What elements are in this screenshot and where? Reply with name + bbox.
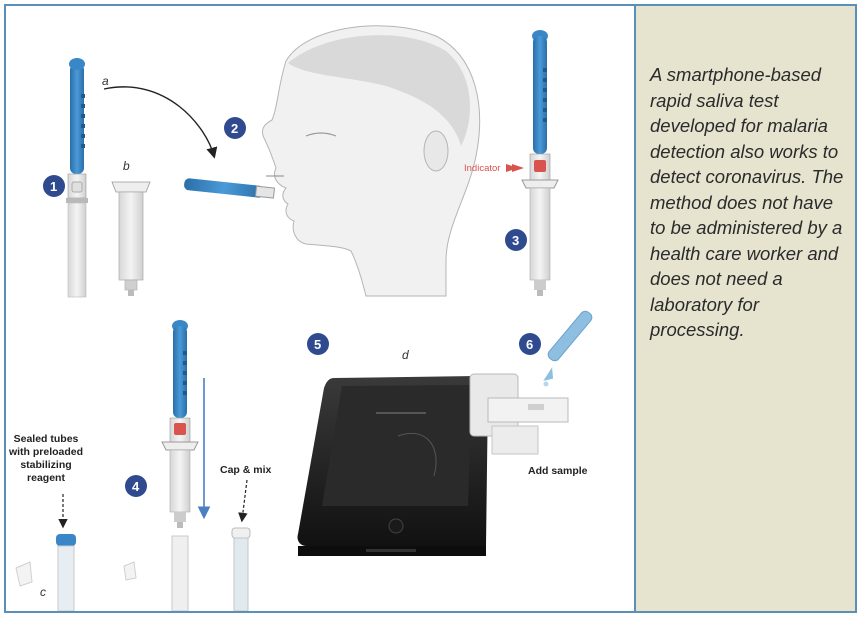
human-head-illustration bbox=[262, 26, 479, 296]
letter-c: c bbox=[40, 585, 46, 599]
caption-panel: A smartphone-based rapid saliva test dev… bbox=[636, 4, 857, 613]
dropper-illustration bbox=[542, 309, 594, 386]
letter-a: a bbox=[102, 74, 109, 88]
letter-d: d bbox=[402, 348, 409, 362]
letter-b: b bbox=[123, 159, 130, 173]
sealed-tubes-label-3: stabilizing bbox=[20, 459, 71, 471]
sealed-tubes-label-2: with preloaded bbox=[8, 446, 83, 458]
step-3-number: 3 bbox=[512, 233, 519, 248]
step-6-number: 6 bbox=[526, 337, 533, 352]
step-1-number: 1 bbox=[50, 179, 57, 194]
sealed-tubes-label-4: reagent bbox=[27, 472, 65, 484]
swab-device-a bbox=[66, 58, 88, 297]
sealed-tubes-label-1: Sealed tubes bbox=[14, 433, 79, 445]
step-2-number: 2 bbox=[231, 121, 238, 136]
collection-tube-b bbox=[112, 182, 150, 296]
sealed-tube-c bbox=[16, 534, 136, 611]
mixed-tube bbox=[232, 528, 250, 611]
cap-mix-label: Cap & mix bbox=[220, 464, 272, 476]
add-sample-label: Add sample bbox=[528, 465, 588, 477]
diagram-panel: a 1 b 2 bbox=[4, 4, 636, 613]
swab-device-indicator bbox=[522, 30, 558, 296]
step-4-number: 4 bbox=[132, 479, 140, 494]
cap-mix-arrow bbox=[242, 480, 247, 520]
diagram-svg: a 1 b 2 bbox=[6, 6, 634, 611]
smartphone-illustration bbox=[297, 376, 488, 556]
step-5-number: 5 bbox=[314, 337, 321, 352]
indicator-label: Indicator bbox=[464, 163, 500, 174]
caption-text: A smartphone-based rapid saliva test dev… bbox=[650, 62, 850, 343]
transfer-arrow bbox=[104, 87, 214, 156]
swab-device-step4 bbox=[162, 320, 198, 611]
swab-in-mouth bbox=[184, 178, 275, 198]
indicator-arrow-icon bbox=[506, 164, 524, 172]
